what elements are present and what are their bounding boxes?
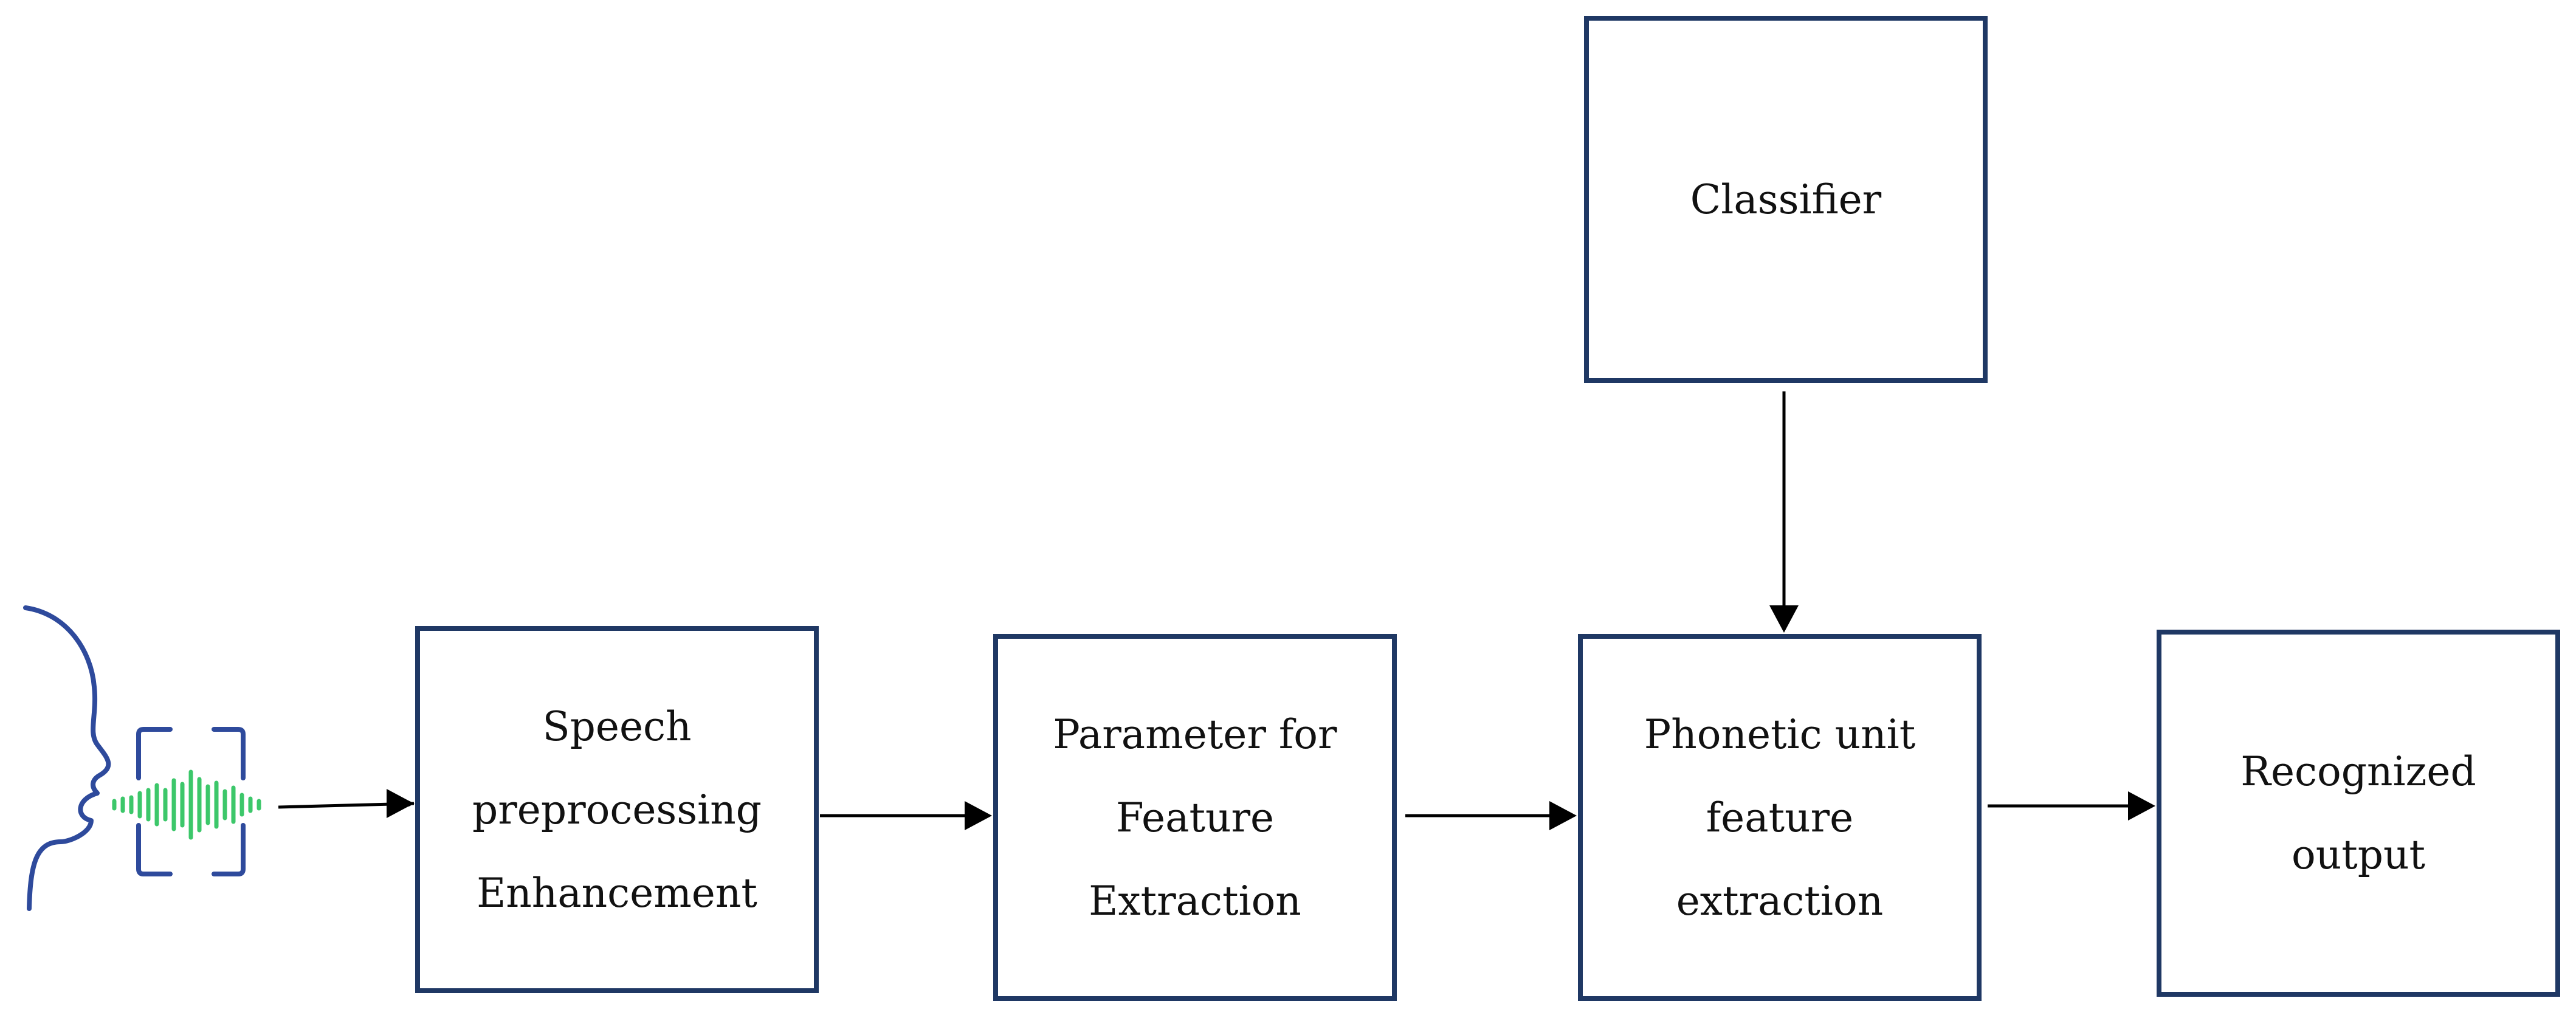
classifier-label: Classifier	[1690, 176, 1882, 223]
recognized-output-label-line-1: Recognized	[2240, 748, 2476, 795]
arrowhead-phonetic-to-recognized	[2128, 791, 2155, 821]
parameter-extraction-label-line-1: Parameter for	[1053, 710, 1337, 758]
parameter-extraction-box: Parameter for Feature Extraction	[993, 634, 1397, 1001]
speaking-face-icon	[23, 605, 111, 911]
arrowhead-classifier-to-phonetic	[1769, 605, 1799, 633]
phonetic-unit-box: Phonetic unit feature extraction	[1578, 634, 1982, 1001]
speech-preprocessing-label-line-2: preprocessing	[472, 786, 762, 833]
phonetic-unit-label-line-2: feature	[1706, 794, 1854, 841]
recognized-output-box: Recognized output	[2157, 630, 2560, 997]
sound-wave-icon	[112, 727, 261, 876]
parameter-extraction-label-line-3: Extraction	[1089, 877, 1301, 924]
phonetic-unit-label-line-3: extraction	[1676, 877, 1884, 924]
speech-preprocessing-label-line-1: Speech	[542, 703, 692, 750]
arrowhead-input-to-speech	[387, 789, 414, 818]
phonetic-unit-label-line-1: Phonetic unit	[1644, 710, 1916, 758]
speech-preprocessing-box: Speech preprocessing Enhancement	[415, 626, 819, 993]
arrowhead-param-to-phonetic	[1549, 801, 1577, 830]
classifier-box: Classifier	[1584, 16, 1988, 383]
parameter-extraction-label-line-2: Feature	[1115, 794, 1275, 841]
speech-preprocessing-label-line-3: Enhancement	[477, 869, 757, 917]
recognized-output-label-line-2: output	[2291, 831, 2426, 878]
arrowhead-speech-to-param	[965, 801, 992, 830]
